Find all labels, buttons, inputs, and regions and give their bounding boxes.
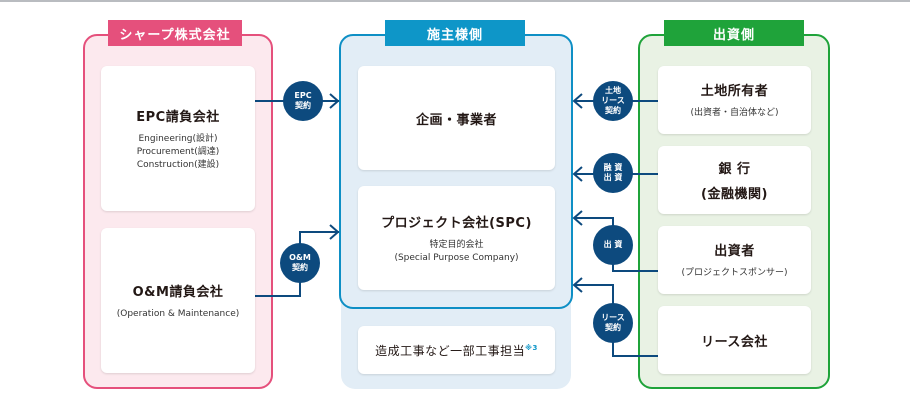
card-sub: (金融機関) [701, 187, 768, 202]
card-om-contractor: O&M請負会社 (Operation & Maintenance) [101, 228, 255, 373]
badge-investment: 出 資 [593, 225, 633, 265]
card-sub: Procurement(調達) [136, 146, 220, 157]
card-title: 出資者 [714, 244, 755, 259]
card-title: 土地所有者 [700, 84, 769, 99]
card-title: 企画・事業者 [415, 112, 497, 128]
badge-line: 契約 [605, 323, 621, 332]
lease-arrow-icon [572, 277, 583, 293]
badge-line: EPC [294, 91, 312, 100]
badge-line: リース [601, 313, 625, 322]
badge-line: 出 資 [603, 173, 623, 182]
card-epc-contractor: EPC請負会社 Engineering(設計) Procurement(調達) … [101, 66, 255, 211]
badge-epc-contract: EPC 契約 [283, 81, 323, 121]
badge-line: O&M [289, 253, 311, 262]
card-spc: プロジェクト会社(SPC) 特定目的会社 (Special Purpose Co… [358, 186, 555, 290]
top-divider [0, 0, 910, 2]
badge-line: 土地 [605, 86, 621, 95]
group-label-owner: 施主様側 [385, 20, 525, 46]
badge-line: 契約 [295, 101, 311, 110]
card-sub: 特定目的会社 [429, 239, 484, 250]
om-arrow-icon [329, 224, 340, 240]
land-arrow-icon [572, 93, 583, 109]
card-title: EPC請負会社 [136, 109, 220, 125]
group-label-investor: 出資側 [664, 20, 804, 46]
bank-arrow-icon [572, 166, 583, 182]
badge-line: 契約 [292, 263, 308, 272]
card-title: プロジェクト会社(SPC) [381, 215, 532, 231]
card-sub: Construction(建設) [136, 159, 220, 170]
card-sub: (Operation & Maintenance) [116, 308, 240, 319]
card-title: リース会社 [701, 334, 768, 350]
card-planner: 企画・事業者 [358, 66, 555, 170]
badge-financing: 融 資 出 資 [593, 153, 633, 193]
badge-lease-contract: リース 契約 [593, 303, 633, 343]
card-lease-company: リース会社 [658, 306, 811, 374]
card-landowner: 土地所有者 (出資者・自治体など) [658, 66, 811, 134]
badge-line: リース [601, 96, 625, 105]
card-sub: (出資者・自治体など) [690, 108, 779, 118]
badge-land-lease: 土地 リース 契約 [593, 81, 633, 121]
badge-om-contract: O&M 契約 [280, 243, 320, 283]
card-title: O&M請負会社 [132, 284, 224, 300]
group-label-sharp: シャープ株式会社 [108, 20, 242, 46]
epc-arrow-icon [329, 93, 340, 109]
card-bank: 銀 行 (金融機関) [658, 146, 811, 214]
card-title-text: 造成工事など一部工事担当 [375, 343, 526, 358]
card-title: 銀 行 [718, 162, 751, 177]
footnote-mark: ※3 [525, 343, 538, 352]
badge-line: 契約 [605, 106, 621, 115]
card-sub: (Special Purpose Company) [394, 252, 519, 263]
card-sub: (プロジェクトスポンサー) [681, 268, 788, 278]
card-civil-works: 造成工事など一部工事担当※3 [358, 326, 555, 374]
card-sponsor: 出資者 (プロジェクトスポンサー) [658, 226, 811, 294]
badge-line: 出 資 [603, 240, 623, 249]
badge-line: 融 資 [603, 163, 623, 172]
card-sub: Engineering(設計) [138, 133, 218, 144]
card-title: 造成工事など一部工事担当※3 [375, 342, 538, 359]
sponsor-arrow-icon [572, 210, 583, 226]
